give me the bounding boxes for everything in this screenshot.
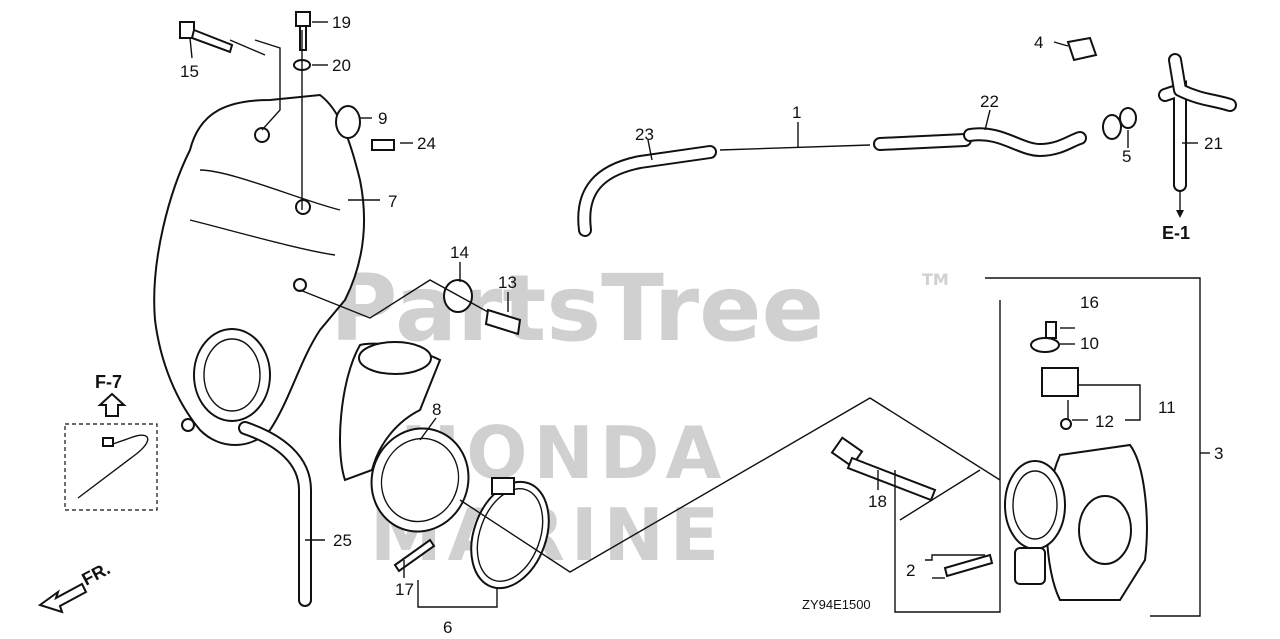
connector-parts [1066, 36, 1137, 140]
throttle-body [1004, 443, 1148, 601]
hose-clamp [470, 477, 550, 590]
callout-18: 18 [868, 492, 887, 511]
callout-5: 5 [1122, 147, 1131, 166]
callout-19: 19 [332, 13, 351, 32]
callout-11: 11 [1158, 398, 1176, 417]
callout-9: 9 [378, 109, 387, 128]
callout-4: 4 [1034, 33, 1043, 52]
callout-8: 8 [432, 400, 441, 419]
intake-duct [339, 341, 470, 533]
callout-2: 2 [906, 561, 915, 580]
callout-3: 3 [1214, 444, 1223, 463]
screw-2 [943, 553, 994, 578]
callout-1: 1 [792, 103, 801, 122]
ref-f7-label: F-7 [95, 372, 122, 392]
front-direction: FR. [37, 558, 113, 614]
sensor-parts [1030, 321, 1079, 430]
callout-20: 20 [332, 56, 351, 75]
callout-labels: 15 19 20 9 24 7 14 13 8 25 17 6 18 2 16 … [180, 13, 1223, 637]
drain-tube [238, 421, 312, 607]
callout-17: 17 [395, 580, 414, 599]
callout-16: 16 [1080, 293, 1099, 312]
silencer-case [153, 93, 365, 446]
up-arrow-icon [97, 392, 127, 417]
callout-12: 12 [1095, 412, 1114, 431]
diagram-code: ZY94E1500 [802, 597, 871, 612]
hose-assembly [577, 127, 1087, 237]
callout-15: 15 [180, 62, 199, 81]
screw-17 [393, 538, 436, 573]
callout-7: 7 [388, 192, 397, 211]
callout-21: 21 [1204, 134, 1223, 153]
callout-23: 23 [635, 125, 654, 144]
callout-22: 22 [980, 92, 999, 111]
front-arrow-icon [37, 582, 88, 614]
callout-10: 10 [1080, 334, 1099, 353]
callout-25: 25 [333, 531, 352, 550]
callout-14: 14 [450, 243, 469, 262]
bolts-top [179, 11, 311, 71]
hose-21 [1158, 53, 1237, 192]
callout-24: 24 [417, 134, 436, 153]
bolt-18 [830, 436, 937, 502]
ref-e1-label: E-1 [1162, 223, 1190, 243]
front-label: FR. [78, 558, 113, 589]
ref-f7-group: F-7 [64, 372, 158, 511]
callout-6: 6 [443, 618, 452, 637]
callout-13: 13 [498, 273, 517, 292]
watermark-tm: TM [922, 270, 949, 289]
leader-lines [189, 21, 1210, 617]
